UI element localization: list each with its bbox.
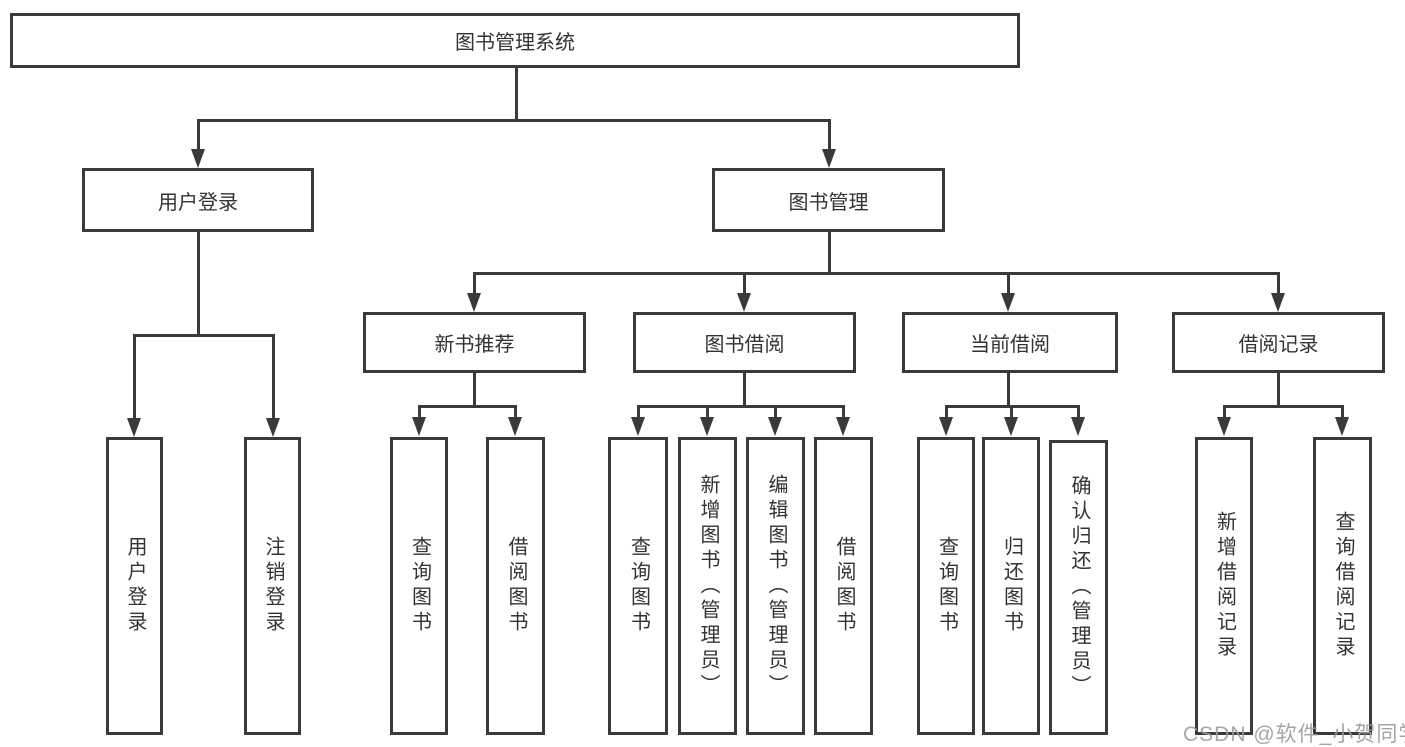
leaf-bw-query-books: 查询图书 (608, 437, 668, 735)
leaf-bw-add-books-admin: 新增图书（管理员） (678, 437, 737, 735)
connector-bw-borrow-stub (842, 405, 845, 419)
connector-root-down (515, 68, 518, 121)
leaf-nb-borrow-books-label: 借阅图书 (505, 536, 527, 636)
leaf-bw-add-books-admin-label: 新增图书（管理员） (697, 473, 719, 699)
connector-new-book-down (473, 373, 476, 408)
arrow-to-bw-query (631, 417, 645, 436)
arrow-to-user-login (191, 149, 205, 168)
node-root-system-label: 图书管理系统 (455, 32, 575, 54)
connector-borrow-records-children-horizontal (1223, 405, 1344, 408)
arrow-to-leaf-login (127, 418, 141, 437)
arrow-to-br-query (1335, 417, 1349, 436)
leaf-cb-confirm-return-admin-label: 确认归还（管理员） (1068, 475, 1090, 700)
node-user-login: 用户登录 (82, 168, 314, 232)
leaf-nb-borrow-books: 借阅图书 (486, 437, 545, 735)
leaf-br-add-record: 新增借阅记录 (1195, 437, 1253, 735)
csdn-watermark: CSDN @软件_小贺同学 (1183, 723, 1405, 746)
connector-user-login-down (197, 232, 200, 337)
connector-bw-edit-stub (774, 405, 777, 419)
leaf-user-login-label: 用户登录 (124, 536, 146, 636)
arrow-to-current-borrow (1001, 293, 1015, 312)
connector-user-login-stub (197, 119, 200, 151)
leaf-br-query-record-label: 查询借阅记录 (1332, 511, 1354, 661)
node-borrowing-records: 借阅记录 (1172, 312, 1385, 373)
leaf-br-add-record-label: 新增借阅记录 (1213, 511, 1236, 661)
arrow-to-new-book (467, 293, 481, 312)
leaf-bw-edit-books-admin-label: 编辑图书（管理员） (765, 473, 787, 699)
leaf-logout-label: 注销登录 (262, 536, 284, 636)
arrow-to-bw-edit (768, 417, 782, 436)
connector-book-borrow-children-horizontal (637, 405, 845, 408)
connector-bw-add-stub (706, 405, 709, 419)
arrow-to-borrow-records (1271, 293, 1285, 312)
connector-br-query-stub (1341, 405, 1344, 419)
connector-book-management-stub (828, 119, 831, 151)
connector-user-login-children-horizontal (133, 334, 275, 337)
connector-level3-horizontal (473, 272, 1280, 275)
leaf-br-query-record: 查询借阅记录 (1313, 437, 1372, 735)
connector-cb-confirm-stub (1077, 405, 1080, 419)
leaf-bw-borrow-books: 借阅图书 (814, 437, 873, 735)
connector-new-book-stub (473, 272, 476, 296)
node-book-management: 图书管理 (712, 168, 945, 232)
node-book-borrowing: 图书借阅 (633, 312, 856, 373)
node-new-book-recommendation-label: 新书推荐 (434, 334, 515, 356)
leaf-bw-borrow-books-label: 借阅图书 (833, 536, 855, 636)
node-root-system: 图书管理系统 (10, 13, 1020, 68)
connector-cb-query-stub (945, 405, 948, 419)
arrow-to-book-management (822, 149, 836, 168)
arrow-to-bw-add (700, 417, 714, 436)
connector-current-borrow-down (1007, 373, 1010, 408)
arrow-to-br-add (1217, 417, 1231, 436)
node-current-borrowing: 当前借阅 (902, 312, 1118, 373)
arrow-to-leaf-logout (266, 418, 280, 437)
connector-book-borrow-down (743, 373, 746, 408)
leaf-cb-confirm-return-admin: 确认归还（管理员） (1049, 440, 1108, 735)
leaf-cb-query-books: 查询图书 (917, 437, 975, 735)
leaf-bw-edit-books-admin: 编辑图书（管理员） (746, 437, 805, 735)
leaf-user-login: 用户登录 (106, 437, 163, 735)
arrow-to-cb-confirm (1071, 417, 1085, 436)
leaf-nb-query-books-label: 查询图书 (408, 536, 431, 636)
connector-level2-horizontal (197, 119, 831, 122)
node-new-book-recommendation: 新书推荐 (363, 312, 586, 373)
leaf-cb-query-books-label: 查询图书 (935, 536, 958, 636)
arrow-to-nb-borrow (508, 417, 522, 436)
leaf-nb-query-books: 查询图书 (390, 437, 448, 735)
connector-borrow-records-down (1277, 373, 1280, 408)
connector-leaf-logout-stub (272, 334, 275, 420)
node-book-borrowing-label: 图书借阅 (704, 334, 785, 356)
connector-leaf-login-stub (133, 334, 136, 420)
arrow-to-nb-query (412, 417, 426, 436)
leaf-cb-return-books-label: 归还图书 (1000, 536, 1023, 636)
arrow-to-cb-query (939, 417, 953, 436)
node-book-management-label: 图书管理 (788, 191, 869, 214)
arrow-to-bw-borrow (836, 417, 850, 436)
node-user-login-label: 用户登录 (158, 191, 238, 214)
connector-cb-return-stub (1010, 405, 1013, 419)
connector-book-management-down (828, 232, 831, 275)
leaf-cb-return-books: 归还图书 (982, 437, 1040, 735)
node-borrowing-records-label: 借阅记录 (1238, 334, 1319, 356)
connector-nb-query-stub (418, 405, 421, 419)
leaf-logout: 注销登录 (244, 437, 301, 735)
arrow-to-book-borrow (737, 293, 751, 312)
connector-borrow-records-stub (1277, 272, 1280, 296)
arrow-to-cb-return (1004, 417, 1018, 436)
connector-br-add-stub (1223, 405, 1226, 419)
leaf-bw-query-books-label: 查询图书 (627, 536, 650, 636)
connector-book-borrow-stub (743, 272, 746, 296)
connector-nb-borrow-stub (514, 405, 517, 419)
connector-current-borrow-stub (1007, 272, 1010, 296)
connector-bw-query-stub (637, 405, 640, 419)
node-current-borrowing-label: 当前借阅 (970, 334, 1050, 356)
connector-new-book-children-horizontal (418, 405, 517, 408)
